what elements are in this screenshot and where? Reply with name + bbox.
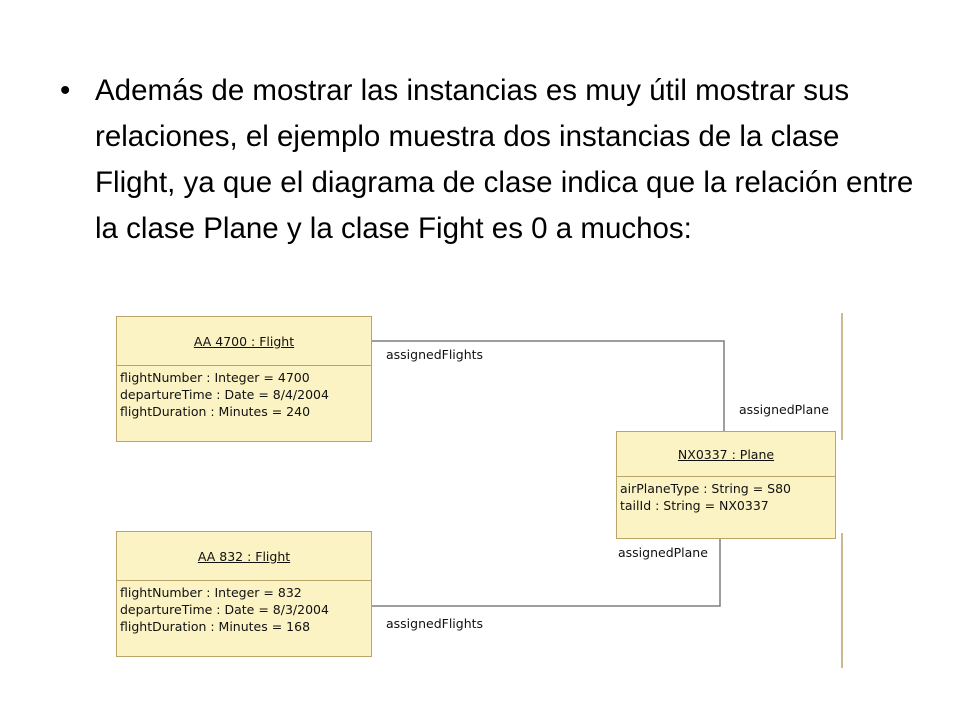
association-lines [370,313,843,668]
object-nx0337-plane: NX0337 : Plane airPlaneType : String = S… [616,431,836,539]
association-line-bottom [370,537,721,607]
object-name-header: AA 4700 : Flight [117,317,371,366]
role-label-assigned-plane-bottom: assignedPlane [618,545,708,560]
attribute: flightNumber : Integer = 4700 [120,370,310,385]
attribute: flightNumber : Integer = 832 [120,585,302,600]
object-aa832-flight: AA 832 : Flight flightNumber : Integer =… [116,531,372,657]
attribute: departureTime : Date = 8/4/2004 [120,387,329,402]
object-name: AA 4700 : Flight [193,333,295,349]
bullet-point: • [60,74,71,107]
object-name-header: NX0337 : Plane [617,432,835,477]
attribute-list: airPlaneType : String = S80 tailId : Str… [617,477,835,514]
role-label-assigned-flights-bottom: assignedFlights [386,616,484,631]
object-name: NX0337 : Plane [677,446,775,462]
association-line-top [370,340,725,431]
object-diagram: AA 4700 : Flight flightNumber : Integer … [116,313,848,670]
attribute-list: flightNumber : Integer = 4700 departureT… [117,366,371,420]
attribute: airPlaneType : String = S80 [620,481,791,496]
role-label-assigned-flights-top: assignedFlights [386,347,484,362]
attribute: flightDuration : Minutes = 240 [120,404,311,419]
attribute-list: flightNumber : Integer = 832 departureTi… [117,581,371,635]
slide-text-block: • Además de mostrar las instancias es mu… [60,68,920,252]
object-aa4700-flight: AA 4700 : Flight flightNumber : Integer … [116,316,372,442]
slide-paragraph: Además de mostrar las instancias es muy … [95,74,914,245]
attribute: tailId : String = NX0337 [620,498,769,513]
role-label-assigned-plane-top: assignedPlane [739,402,829,417]
attribute: departureTime : Date = 8/3/2004 [120,602,329,617]
attribute: flightDuration : Minutes = 168 [120,619,311,634]
object-name-header: AA 832 : Flight [117,532,371,581]
object-name: AA 832 : Flight [197,548,291,564]
